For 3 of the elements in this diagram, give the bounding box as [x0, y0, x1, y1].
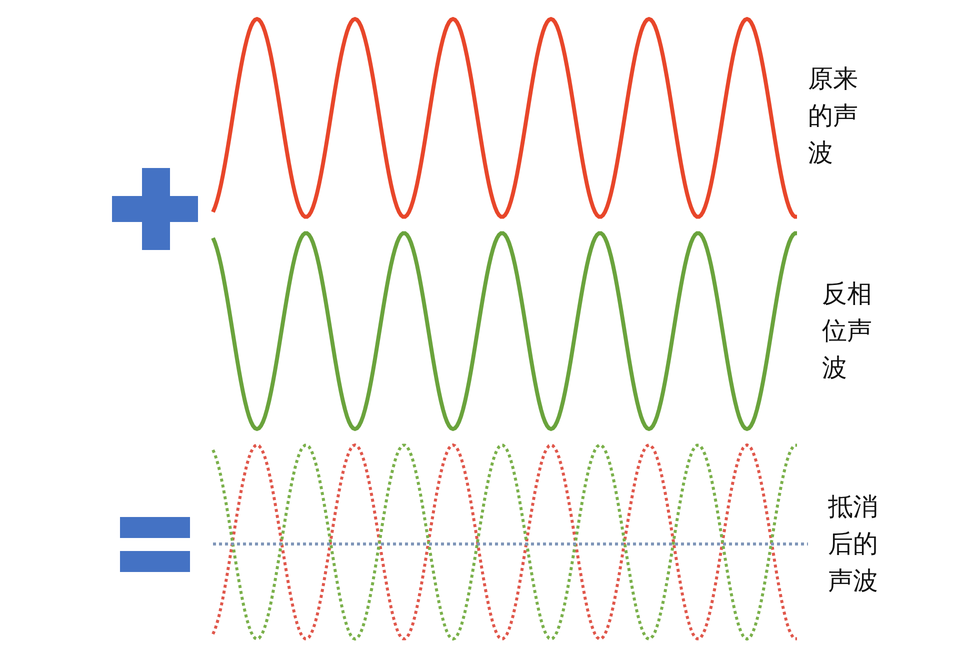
wave-label: 反相位声波	[822, 278, 872, 384]
wave-label: 抵消后的声波	[828, 491, 878, 597]
wave-label: 原来的声波	[808, 63, 858, 169]
